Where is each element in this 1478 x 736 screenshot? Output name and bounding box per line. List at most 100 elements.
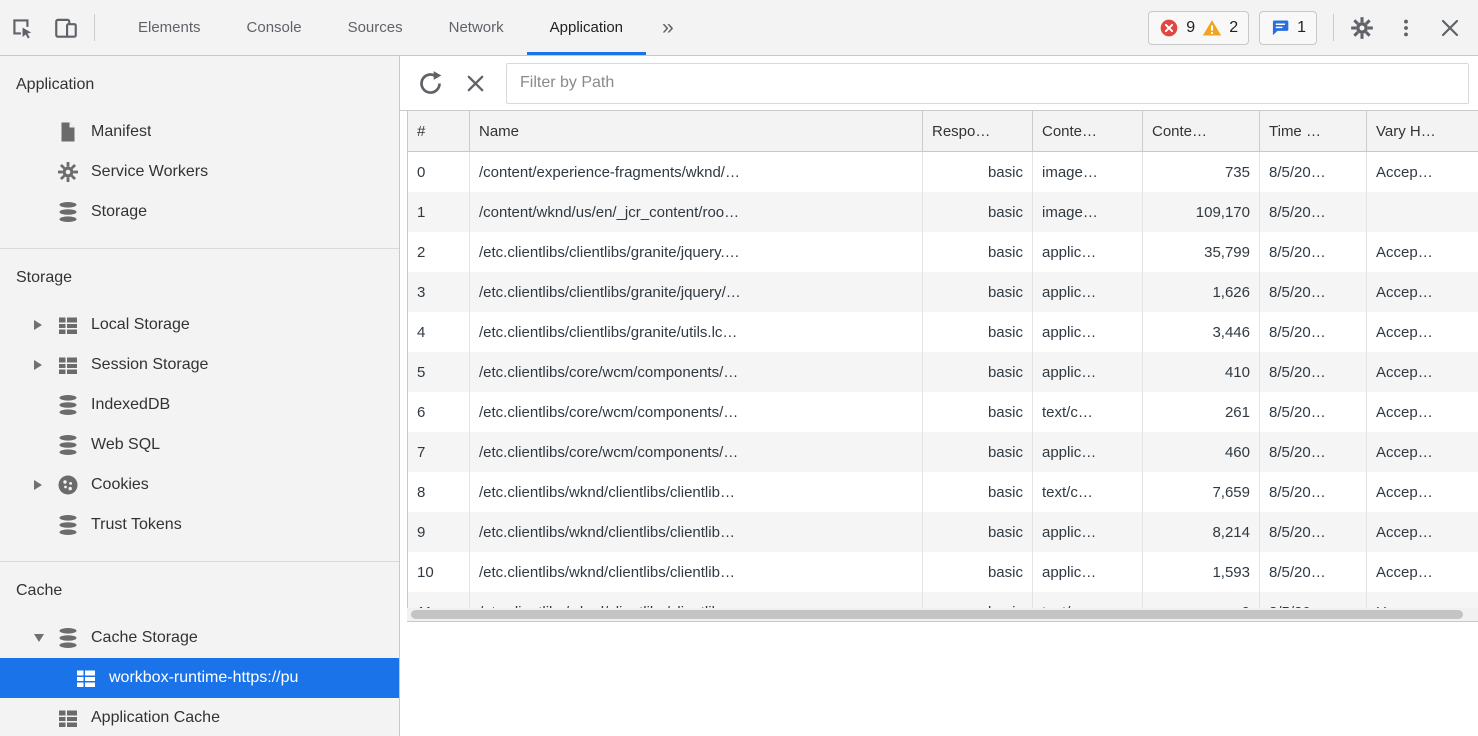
cell-response_type: basic (923, 312, 1033, 352)
sidebar-item-indexeddb[interactable]: IndexedDB (0, 385, 399, 425)
gear-icon (1349, 15, 1375, 41)
cell-response_type: basic (923, 472, 1033, 512)
cache-entry-row-11[interactable]: 11/etc.clientlibs/wknd/clientlibs/client… (408, 592, 1478, 608)
cell-response_type: basic (923, 592, 1033, 608)
cell-vary_header: Accep… (1367, 432, 1478, 472)
grid-rows: 0/content/experience-fragments/wknd/…bas… (408, 152, 1478, 608)
cell-time_cached: 8/5/20… (1260, 152, 1367, 192)
cell-name: /content/wknd/us/en/_jcr_content/roo… (470, 192, 923, 232)
close-icon (1438, 16, 1462, 40)
toolbar-divider (94, 14, 95, 41)
cell-content_type: applic… (1033, 512, 1143, 552)
refresh-button[interactable] (415, 68, 445, 98)
cache-entry-row-5[interactable]: 5/etc.clientlibs/core/wcm/components/…ba… (408, 352, 1478, 392)
toggle-device-toolbar-button[interactable] (44, 0, 88, 55)
cell-response_type: basic (923, 352, 1033, 392)
cache-entry-row-2[interactable]: 2/etc.clientlibs/clientlibs/granite/jque… (408, 232, 1478, 272)
cell-time_cached: 8/5/20… (1260, 272, 1367, 312)
cell-content_length: 1,593 (1143, 552, 1260, 592)
issues-badge[interactable]: 1 (1259, 11, 1317, 45)
cell-time_cached: 8/5/20… (1260, 352, 1367, 392)
cache-entry-row-6[interactable]: 6/etc.clientlibs/core/wcm/components/…ba… (408, 392, 1478, 432)
sidebar-item-local-storage[interactable]: Local Storage (0, 305, 399, 345)
cache-entry-row-9[interactable]: 9/etc.clientlibs/wknd/clientlibs/clientl… (408, 512, 1478, 552)
cell-num: 1 (408, 192, 470, 232)
column-header-time_cached[interactable]: Time … (1260, 111, 1367, 151)
sidebar-item-cache-storage[interactable]: Cache Storage (0, 618, 399, 658)
database-icon (56, 513, 80, 537)
column-header-response_type[interactable]: Respo… (923, 111, 1033, 151)
expander-down-icon[interactable] (34, 634, 56, 642)
filter-by-path-input[interactable] (506, 63, 1469, 104)
inspect-element-button[interactable] (0, 0, 44, 55)
sidebar-item-session-storage[interactable]: Session Storage (0, 345, 399, 385)
tab-application[interactable]: Application (527, 0, 646, 55)
cache-entry-row-4[interactable]: 4/etc.clientlibs/clientlibs/granite/util… (408, 312, 1478, 352)
cache-entry-row-7[interactable]: 7/etc.clientlibs/core/wcm/components/…ba… (408, 432, 1478, 472)
sidebar-item-service-workers[interactable]: Service Workers (0, 152, 399, 192)
gear-icon (56, 160, 80, 184)
scrollbar-thumb[interactable] (411, 610, 1463, 619)
column-header-vary_header[interactable]: Vary H… (1367, 111, 1478, 151)
tab-console[interactable]: Console (224, 0, 325, 55)
sidebar-item-label: Manifest (91, 123, 151, 141)
sidebar-item-cookies[interactable]: Cookies (0, 465, 399, 505)
cell-time_cached: 8/5/20… (1260, 432, 1367, 472)
cell-vary_header: Accep… (1367, 312, 1478, 352)
file-icon (56, 120, 80, 144)
cell-vary_header: Accep… (1367, 472, 1478, 512)
cache-entry-row-0[interactable]: 0/content/experience-fragments/wknd/…bas… (408, 152, 1478, 192)
warning-count: 2 (1229, 19, 1238, 37)
tab-network[interactable]: Network (426, 0, 527, 55)
cell-vary_header: Accep… (1367, 232, 1478, 272)
tab-elements[interactable]: Elements (115, 0, 224, 55)
sidebar-item-label: Application Cache (91, 709, 220, 727)
sidebar-item-trust-tokens[interactable]: Trust Tokens (0, 505, 399, 545)
tab-sources[interactable]: Sources (325, 0, 426, 55)
expander-right-icon[interactable] (34, 360, 56, 370)
cache-entry-row-8[interactable]: 8/etc.clientlibs/wknd/clientlibs/clientl… (408, 472, 1478, 512)
expander-right-icon[interactable] (34, 320, 56, 330)
cell-content_length: 735 (1143, 152, 1260, 192)
section-title-cache: Cache (0, 580, 399, 618)
cell-num: 6 (408, 392, 470, 432)
database-icon (56, 433, 80, 457)
cell-content_type: applic… (1033, 552, 1143, 592)
sidebar-item-manifest[interactable]: Manifest (0, 112, 399, 152)
close-devtools-button[interactable] (1428, 0, 1472, 55)
cell-content_length: 410 (1143, 352, 1260, 392)
sidebar-item-web-sql[interactable]: Web SQL (0, 425, 399, 465)
cell-num: 4 (408, 312, 470, 352)
cache-data-grid: #NameRespo…Conte…Conte…Time …Vary H… 0/c… (407, 111, 1478, 608)
sidebar-item-label: IndexedDB (91, 396, 170, 414)
cell-response_type: basic (923, 192, 1033, 232)
more-tabs-button[interactable]: » (646, 0, 690, 55)
cell-content_type: applic… (1033, 432, 1143, 472)
cell-num: 2 (408, 232, 470, 272)
cache-entry-row-3[interactable]: 3/etc.clientlibs/clientlibs/granite/jque… (408, 272, 1478, 312)
expander-right-icon[interactable] (34, 480, 56, 490)
cell-name: /etc.clientlibs/wknd/clientlibs/clientli… (470, 512, 923, 552)
sidebar-item-application-cache[interactable]: Application Cache (0, 698, 399, 736)
column-header-content_type[interactable]: Conte… (1033, 111, 1143, 151)
column-header-content_length[interactable]: Conte… (1143, 111, 1260, 151)
cell-content_length: 8,214 (1143, 512, 1260, 552)
column-header-name[interactable]: Name (470, 111, 923, 151)
delete-selected-button[interactable] (460, 68, 490, 98)
cell-name: /etc.clientlibs/core/wcm/components/… (470, 432, 923, 472)
cache-entry-row-10[interactable]: 10/etc.clientlibs/wknd/clientlibs/client… (408, 552, 1478, 592)
cell-name: /etc.clientlibs/core/wcm/components/… (470, 352, 923, 392)
column-header-num[interactable]: # (408, 111, 470, 151)
sidebar-item-workbox-runtime-https-pu[interactable]: workbox-runtime-https://pu (0, 658, 399, 698)
cell-response_type: basic (923, 392, 1033, 432)
cache-entry-row-1[interactable]: 1/content/wknd/us/en/_jcr_content/roo…ba… (408, 192, 1478, 232)
cell-name: /etc.clientlibs/clientlibs/granite/utils… (470, 312, 923, 352)
settings-button[interactable] (1340, 0, 1384, 55)
database-icon (56, 200, 80, 224)
sidebar-item-storage[interactable]: Storage (0, 192, 399, 232)
more-options-button[interactable] (1384, 0, 1428, 55)
database-icon (56, 626, 80, 650)
console-errors-warnings-badge[interactable]: 9 2 (1148, 11, 1249, 45)
more-tabs-chevron-icon: » (662, 16, 674, 40)
cell-time_cached: 8/5/20… (1260, 552, 1367, 592)
